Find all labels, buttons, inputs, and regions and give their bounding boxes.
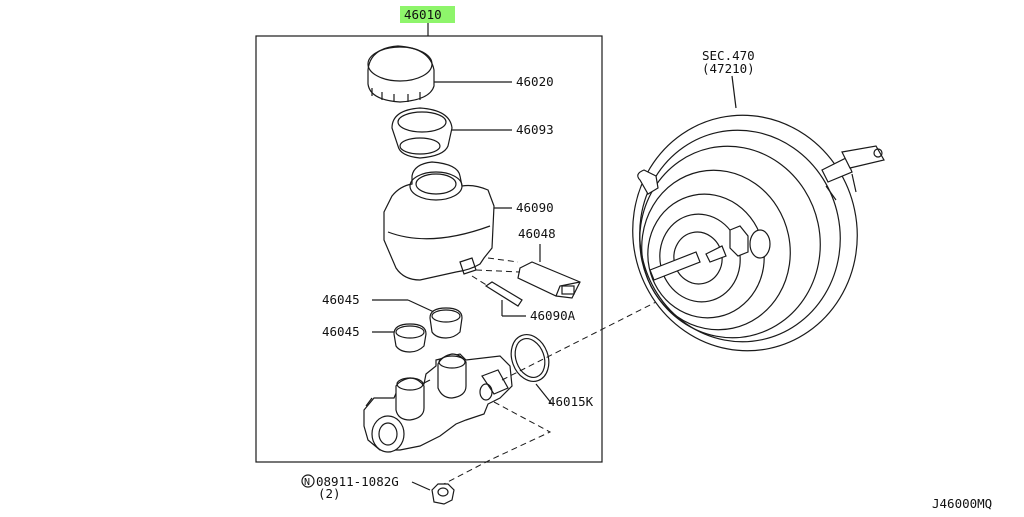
hex-nut — [431, 483, 455, 505]
booster-section-label[interactable]: SEC.470 — [702, 48, 755, 63]
grommet-lower-part-number[interactable]: 46045 — [322, 324, 360, 339]
grommet-upper-leader — [407, 299, 435, 313]
main-part-number[interactable]: 46010 — [404, 7, 442, 22]
bolt-guide — [439, 401, 552, 487]
nut-symbol-circle — [301, 474, 315, 488]
nut-part-number[interactable]: 08911-1082G — [316, 474, 399, 489]
sensor-guide — [475, 257, 521, 273]
part-number-highlight — [400, 6, 455, 23]
grommet-lower — [393, 323, 427, 353]
nut-quantity: (2) — [318, 486, 341, 501]
o-ring-part-number[interactable]: 46015K — [548, 394, 594, 409]
level-sensor — [517, 261, 581, 299]
strainer — [391, 107, 453, 159]
cap-part-number[interactable]: 46020 — [516, 74, 554, 89]
nut-symbol: N — [304, 477, 310, 488]
nut-leader — [411, 481, 431, 491]
sensor-part-number[interactable]: 46048 — [518, 226, 556, 241]
reservoir-part-number[interactable]: 46090 — [516, 200, 554, 215]
reservoir-tank — [383, 161, 495, 281]
pin-guide — [471, 275, 489, 287]
reservoir-pin — [484, 281, 523, 307]
drawing-id: J46000MQ — [932, 496, 992, 511]
booster-guide — [501, 299, 661, 381]
master-cylinder — [363, 353, 513, 453]
grommet-upper — [429, 307, 463, 339]
grommet-upper-part-number[interactable]: 46045 — [322, 292, 360, 307]
o-ring-leader — [535, 383, 553, 405]
o-ring — [510, 334, 550, 382]
reservoir-cap — [367, 45, 435, 103]
booster-leader — [731, 75, 737, 109]
brake-booster — [632, 114, 885, 352]
assembly-frame — [255, 35, 603, 463]
strainer-part-number[interactable]: 46093 — [516, 122, 554, 137]
pin-part-number[interactable]: 46090A — [530, 308, 576, 323]
booster-section-ref: (47210) — [702, 61, 755, 76]
